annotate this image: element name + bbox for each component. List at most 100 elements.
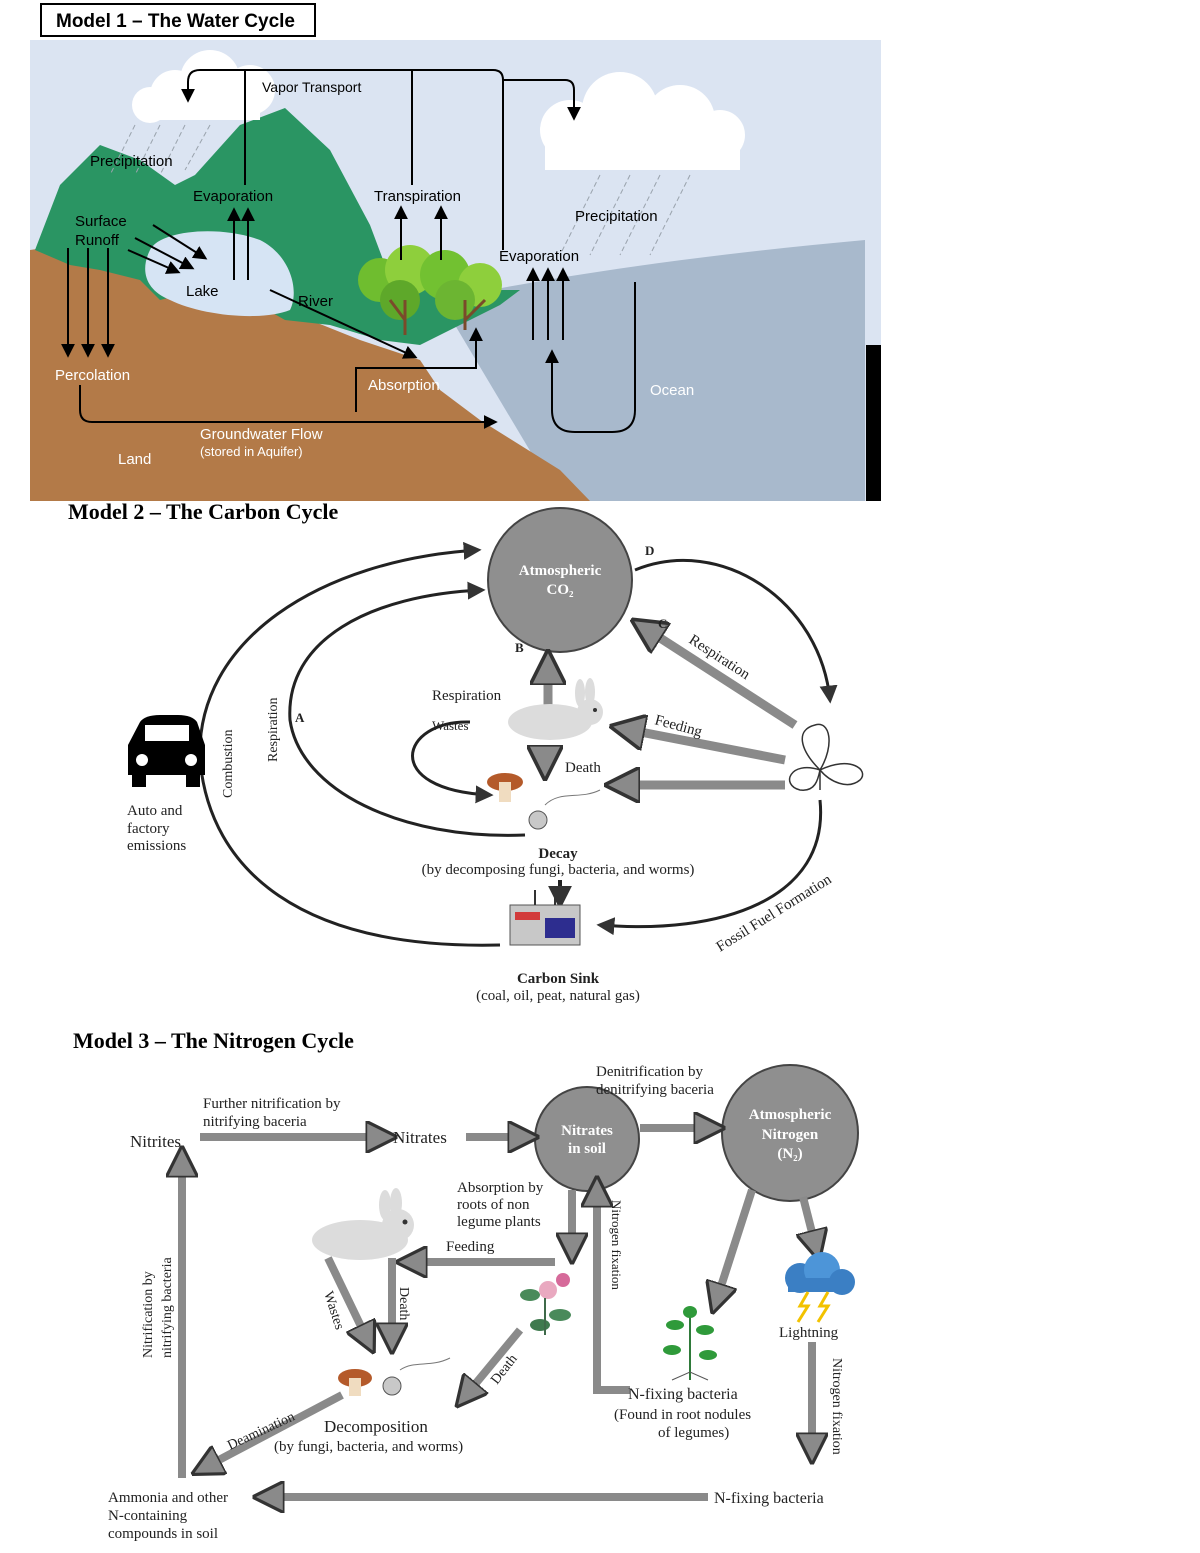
label-death: Death	[565, 760, 601, 776]
rabbit-icon-nitrogen	[312, 1188, 414, 1260]
rain-right	[559, 174, 691, 256]
respiration-a-arrow	[288, 581, 526, 837]
label-ocean: Ocean	[650, 382, 694, 399]
label-vapor-transport: Vapor Transport	[262, 79, 361, 95]
label-ammonia-3: compounds in soil	[108, 1526, 218, 1542]
water-cycle-arrows	[61, 69, 636, 433]
label-nfix-bact-2: (Found in root nodules	[614, 1407, 751, 1423]
label-ammonia-1: Ammonia and other	[108, 1490, 228, 1506]
label-runoff: Runoff	[75, 232, 120, 249]
label-further-2: nitrifying baceria	[203, 1114, 307, 1130]
carbon-sink-icon	[509, 890, 581, 946]
edge-bar	[866, 345, 881, 501]
label-absorb-1: Absorption by	[457, 1180, 544, 1196]
label-auto: Auto and	[127, 803, 183, 819]
label-lake: Lake	[186, 283, 219, 300]
label-emissions: emissions	[127, 838, 186, 854]
label-feeding-n: Feeding	[446, 1239, 495, 1255]
letter-a: A	[295, 710, 305, 725]
label-carbon-sink: Carbon Sink	[517, 971, 600, 987]
label-nfix-bact-bottom: N-fixing bacteria	[714, 1490, 824, 1507]
rain-left	[109, 124, 211, 176]
river-arrow	[269, 289, 418, 359]
letter-b: B	[515, 640, 524, 655]
flowering-plant-icon	[520, 1273, 571, 1335]
model1-title: Model 1 – The Water Cycle	[56, 11, 295, 32]
groundwater-arrow	[79, 385, 498, 429]
plant-icon	[788, 723, 864, 791]
label-precipitation-right: Precipitation	[575, 208, 658, 225]
nitrates-soil-label-1: Nitrates	[561, 1123, 613, 1139]
label-death-rabbit: Death	[396, 1287, 411, 1320]
combustion-arrow	[198, 541, 501, 947]
label-absorb-3: legume plants	[457, 1214, 541, 1230]
land-area	[30, 240, 590, 501]
carbon-block-arrows	[545, 625, 798, 785]
nitrogen-block-arrows	[182, 1128, 817, 1497]
label-wastes: Wastes	[432, 718, 469, 733]
label-nfix-bact-3: of legumes)	[658, 1425, 729, 1441]
carbon-cycle-labels: A B C D Respiration Wastes Respiration F…	[127, 543, 835, 1004]
lake-area	[145, 231, 294, 317]
label-absorption: Absorption	[368, 377, 440, 394]
storm-cloud-icon	[785, 1252, 855, 1323]
model2-title: Model 2 – The Carbon Cycle	[68, 499, 339, 524]
label-land: Land	[118, 451, 151, 468]
label-denit-2: denitrifying baceria	[596, 1082, 714, 1098]
atmospheric-co2-circle	[487, 507, 633, 653]
label-combustion: Combustion	[221, 730, 236, 798]
ocean-loop-arrow	[545, 282, 636, 433]
label-further-1: Further nitrification by	[203, 1096, 341, 1112]
carbon-cycle-diagram: Model 2 – The Carbon Cycle Atmospheric C…	[68, 499, 864, 1004]
label-nfix-right: Nitrogen fixation	[829, 1358, 844, 1455]
label-denit-1: Denitrification by	[596, 1064, 704, 1080]
label-respiration-left: Respiration	[266, 697, 281, 762]
label-river: River	[298, 293, 333, 310]
model1-title-box: Model 1 – The Water Cycle	[40, 3, 316, 37]
label-transpiration: Transpiration	[374, 188, 461, 205]
absorption-arrow	[355, 327, 483, 412]
fossil-fuel-arrow	[596, 799, 823, 936]
label-nfix-bact-1: N-fixing bacteria	[628, 1386, 738, 1403]
label-decomposition-sub: (by fungi, bacteria, and worms)	[274, 1439, 463, 1455]
co2-label: CO₂	[547, 582, 575, 598]
atmospheric-nitrogen-label-2: Nitrogen	[762, 1127, 819, 1143]
ocean-area	[440, 240, 865, 501]
label-groundwater: Groundwater Flow	[200, 426, 323, 443]
nitrates-soil-circle	[534, 1086, 640, 1192]
cloud-right	[540, 72, 745, 170]
legume-plant-icon	[663, 1306, 717, 1381]
label-decay-sub: (by decomposing fungi, bacteria, and wor…	[422, 862, 695, 878]
label-percolation: Percolation	[55, 367, 130, 384]
label-surface: Surface	[75, 213, 127, 230]
label-lightning: Lightning	[779, 1325, 839, 1341]
nitrates-soil-label-2: in soil	[568, 1141, 606, 1157]
decomposer-icon	[338, 1357, 451, 1396]
label-nitrif-1: Nitrification by	[141, 1271, 156, 1358]
water-cycle-labels: Vapor Transport Precipitation Evaporatio…	[55, 79, 694, 468]
label-decomposition: Decomposition	[324, 1417, 428, 1436]
respiration-wastes-loop	[411, 720, 494, 804]
label-carbon-sink-sub: (coal, oil, peat, natural gas)	[476, 988, 640, 1004]
label-precipitation-left: Precipitation	[90, 153, 173, 170]
nitrogen-cycle-diagram: Model 3 – The Nitrogen Cycle Nitrates in…	[73, 1028, 859, 1542]
atmospheric-nitrogen-label-1: Atmospheric	[749, 1107, 832, 1123]
nitrogen-cycle-labels: Denitrification by denitrifying baceria …	[108, 1064, 844, 1542]
atmospheric-co2-label: Atmospheric	[519, 563, 602, 579]
label-ammonia-2: N-containing	[108, 1508, 188, 1524]
letter-c: C	[658, 616, 667, 631]
label-factory: factory	[127, 821, 170, 837]
label-decay: Decay	[538, 846, 578, 862]
label-nitrites: Nitrites	[130, 1132, 181, 1151]
rabbit-icon	[508, 678, 603, 740]
label-nitrif-2: nitrifying bacteria	[160, 1257, 175, 1358]
letter-d: D	[645, 543, 654, 558]
label-respiration-top: Respiration	[432, 688, 502, 704]
label-aquifer: (stored in Aquifer)	[200, 444, 303, 459]
car-icon	[128, 715, 205, 787]
atmospheric-nitrogen-label-3: (N₂)	[777, 1146, 802, 1162]
vapor-transport-arrow	[181, 69, 504, 250]
label-evaporation-ocean: Evaporation	[499, 248, 579, 265]
model3-title: Model 3 – The Nitrogen Cycle	[73, 1028, 354, 1053]
mushroom-icon	[487, 773, 601, 830]
